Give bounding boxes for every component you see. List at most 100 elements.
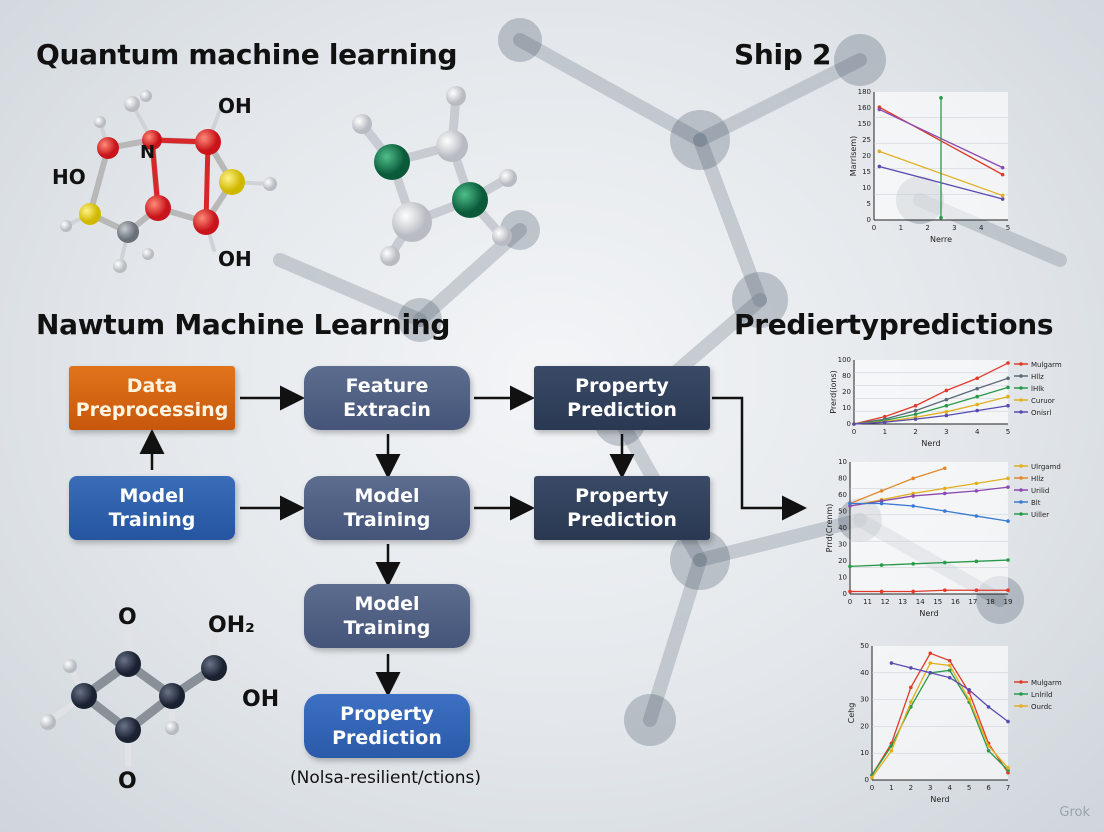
chart-data-point bbox=[975, 408, 979, 413]
chart-data-point bbox=[848, 504, 852, 508]
chart-x-axis-label: Nerre bbox=[930, 235, 952, 244]
chart-data-point bbox=[947, 668, 952, 673]
chart-data-point bbox=[943, 588, 947, 593]
chart-legend-marker bbox=[1019, 488, 1023, 492]
chart-data-point bbox=[848, 564, 852, 569]
chart-data-point bbox=[877, 149, 882, 154]
chart-series-line bbox=[849, 559, 1009, 567]
chart-y-tick-label: 40 bbox=[860, 669, 869, 677]
caption: (Nolsa-resilient/ctions) bbox=[290, 768, 482, 788]
molecule-2 bbox=[352, 86, 517, 266]
chart-y-tick-label: 10 bbox=[862, 184, 871, 192]
chart-data-point bbox=[848, 589, 852, 594]
chart-x-tick-label: 14 bbox=[916, 598, 925, 606]
chart-data-point bbox=[947, 658, 952, 663]
chart-legend-label: Ourdc bbox=[1031, 703, 1052, 711]
heading-quantum-ml: Quantum machine learning bbox=[36, 38, 458, 71]
chart-y-tick-label: 40 bbox=[838, 524, 847, 532]
chart-x-tick-label: 13 bbox=[898, 598, 907, 606]
chart-y-tick-label: 60 bbox=[838, 491, 847, 499]
chart-data-point bbox=[974, 489, 979, 493]
chart-data-point bbox=[1000, 165, 1005, 170]
chart-data-point bbox=[928, 671, 933, 675]
chart-x-tick-label: 12 bbox=[881, 598, 890, 606]
chart-data-point bbox=[939, 215, 943, 220]
chart-y-tick-label: 15 bbox=[862, 168, 871, 176]
chart-y-tick-label: 0 bbox=[867, 216, 871, 224]
chart-series-line bbox=[850, 589, 1008, 593]
chart-data-point bbox=[879, 563, 884, 567]
chart-data-point bbox=[879, 499, 884, 503]
chart-x-tick-label: 3 bbox=[928, 784, 932, 792]
chart-data-point bbox=[975, 376, 979, 381]
chart-x-axis-label: Nerd bbox=[921, 439, 940, 448]
chart-y-axis-label: Prerd(ions) bbox=[829, 370, 838, 414]
chart-data-point bbox=[909, 685, 913, 690]
chart-data-point bbox=[947, 663, 952, 668]
chart-y-tick-label: 0 bbox=[843, 590, 847, 598]
chart-legend-label: Curuor bbox=[1031, 397, 1055, 405]
chart-legend-label: Lnlrild bbox=[1031, 691, 1053, 699]
chart-data-point bbox=[944, 413, 949, 418]
chart-y-axis-label: Cehg bbox=[847, 703, 856, 724]
heading-nawtum-ml: Nawtum Machine Learning bbox=[36, 308, 451, 341]
label-oh-bottom: OH bbox=[218, 247, 252, 271]
chart-legend-label: Mulgarm bbox=[1031, 679, 1062, 687]
chart-x-tick-label: 1 bbox=[883, 428, 887, 436]
chart-legend-marker bbox=[1019, 500, 1023, 504]
chart-series-line bbox=[849, 477, 1009, 507]
chart-data-point bbox=[943, 486, 947, 491]
chart-x-tick-label: 4 bbox=[979, 224, 984, 232]
label-oh2: OH₂ bbox=[208, 613, 255, 638]
chart-x-tick-label: 6 bbox=[986, 784, 991, 792]
chart-y-tick-label: 30 bbox=[838, 541, 847, 549]
chart-x-tick-label: 4 bbox=[975, 428, 980, 436]
chart-data-point bbox=[1000, 172, 1005, 177]
chart-legend-label: lHlk bbox=[1031, 385, 1045, 393]
chart-data-point bbox=[943, 466, 947, 471]
chart-legend-marker bbox=[1019, 476, 1023, 480]
label-o-bottom: O bbox=[118, 769, 137, 794]
molecule-1: OH N HO OH bbox=[52, 90, 277, 273]
chart-y-tick-label: 80 bbox=[838, 475, 847, 483]
chart-y-tick-label: 5 bbox=[867, 200, 871, 208]
chart-data-point bbox=[974, 514, 979, 518]
chart-legend-label: Hllz bbox=[1031, 475, 1044, 483]
chart-data-point bbox=[879, 501, 884, 506]
chart-series-line bbox=[853, 377, 1009, 425]
chart-x-tick-label: 16 bbox=[951, 598, 960, 606]
chart-legend-label: Uiller bbox=[1031, 511, 1049, 519]
chart-data-point bbox=[1006, 361, 1010, 365]
chart-legend-label: Urilid bbox=[1031, 487, 1049, 495]
chart-data-point bbox=[1006, 558, 1010, 562]
chart-legend-marker bbox=[1019, 680, 1023, 684]
chart-y-tick-label: 50 bbox=[838, 508, 847, 516]
data-preprocessing-box: Data Preprocessing bbox=[69, 366, 235, 430]
chart-data-point bbox=[870, 775, 874, 780]
chart-legend-marker bbox=[1019, 704, 1023, 708]
chart-y-tick-label: 0 bbox=[847, 420, 851, 428]
chart-plot-area bbox=[850, 462, 1008, 594]
chart-data-point bbox=[877, 164, 882, 169]
chart-data-point bbox=[967, 697, 971, 702]
chart-data-point bbox=[848, 501, 852, 506]
chart-data-point bbox=[974, 481, 979, 486]
chart-data-point bbox=[889, 748, 894, 753]
chart-series-line bbox=[849, 467, 945, 505]
chart-y-tick-label: 25 bbox=[862, 136, 871, 144]
molecule-3: O OH₂ OH O bbox=[40, 605, 279, 794]
chart-x-tick-label: 1 bbox=[889, 784, 893, 792]
watermark: Grok bbox=[1059, 805, 1090, 820]
property-prediction-bottom-box: Property Prediction bbox=[304, 694, 470, 758]
chart-y-axis-label: Prrd(Crenm) bbox=[825, 504, 834, 553]
chart-x-tick-label: 17 bbox=[968, 598, 977, 606]
chart-series-line bbox=[849, 486, 1009, 507]
label-ho: HO bbox=[52, 165, 86, 189]
chart-x-tick-label: 5 bbox=[1006, 428, 1010, 436]
chart-legend-marker bbox=[1019, 374, 1023, 378]
chart-y-tick-label: 10 bbox=[838, 458, 847, 466]
chart-data-point bbox=[909, 700, 913, 704]
